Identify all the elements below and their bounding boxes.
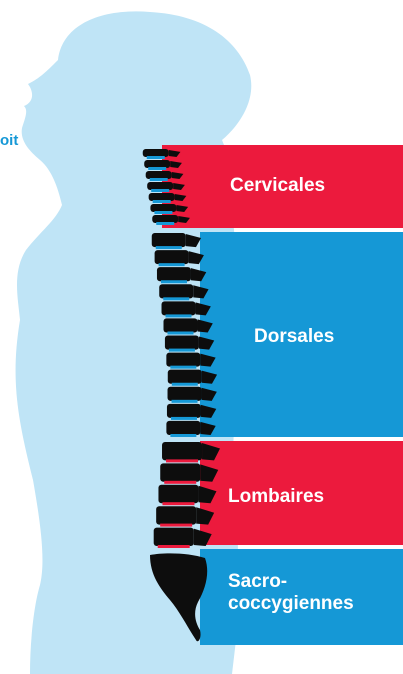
intervertebral-disc-16 [172,383,198,386]
vertebra-15 [166,353,200,367]
vertebra-24 [154,528,194,546]
vertebra-1 [143,149,169,157]
intervertebral-disc-23 [160,524,192,527]
intervertebral-disc-8 [156,246,182,249]
vertebra-19 [166,421,200,435]
intervertebral-disc-7 [156,222,174,225]
vertebra-13 [163,318,197,332]
intervertebral-disc-4 [151,189,169,192]
label-sacro-coccygiennes: Sacro- coccygiennes [228,571,354,615]
intervertebral-disc-1 [147,156,165,159]
vertebra-6 [150,204,176,212]
intervertebral-disc-15 [170,366,196,369]
vertebra-20 [162,442,202,460]
vertebra-17 [168,387,202,401]
vertebra-18 [167,404,201,418]
vertebra-16 [168,370,202,384]
intervertebral-disc-14 [169,349,195,352]
vertebra-5 [149,193,175,201]
intervertebral-disc-3 [150,178,168,181]
intervertebral-disc-13 [167,332,193,335]
vertebra-3 [146,171,172,179]
intervertebral-disc-6 [154,211,172,214]
vertebra-8 [152,233,186,247]
intervertebral-disc-20 [166,459,198,462]
intervertebral-disc-22 [162,502,194,505]
intervertebral-disc-10 [161,280,187,283]
label-dorsales: Dorsales [254,326,334,348]
vertebra-12 [162,301,196,315]
vertebra-9 [155,250,189,264]
intervertebral-disc-12 [166,314,192,317]
intervertebral-disc-19 [170,434,196,437]
vertebra-11 [159,284,193,298]
vertebra-10 [157,267,191,281]
vertebra-23 [156,506,196,524]
label-lombaires: Lombaires [228,486,324,508]
intervertebral-disc-18 [171,417,197,420]
intervertebral-disc-21 [164,481,196,484]
vertebra-21 [160,463,200,481]
intervertebral-disc-5 [153,200,171,203]
vertebra-14 [165,336,199,350]
intervertebral-disc-24 [158,545,190,548]
intervertebral-disc-9 [159,263,185,266]
vertebra-4 [147,182,173,190]
intervertebral-disc-2 [148,167,166,170]
label-cervicales: Cervicales [230,175,325,197]
intervertebral-disc-11 [163,297,189,300]
vertebra-22 [158,485,198,503]
vertebra-2 [144,160,170,168]
partial-left-text: oit [0,132,18,149]
intervertebral-disc-17 [172,400,198,403]
vertebra-7 [152,215,178,223]
